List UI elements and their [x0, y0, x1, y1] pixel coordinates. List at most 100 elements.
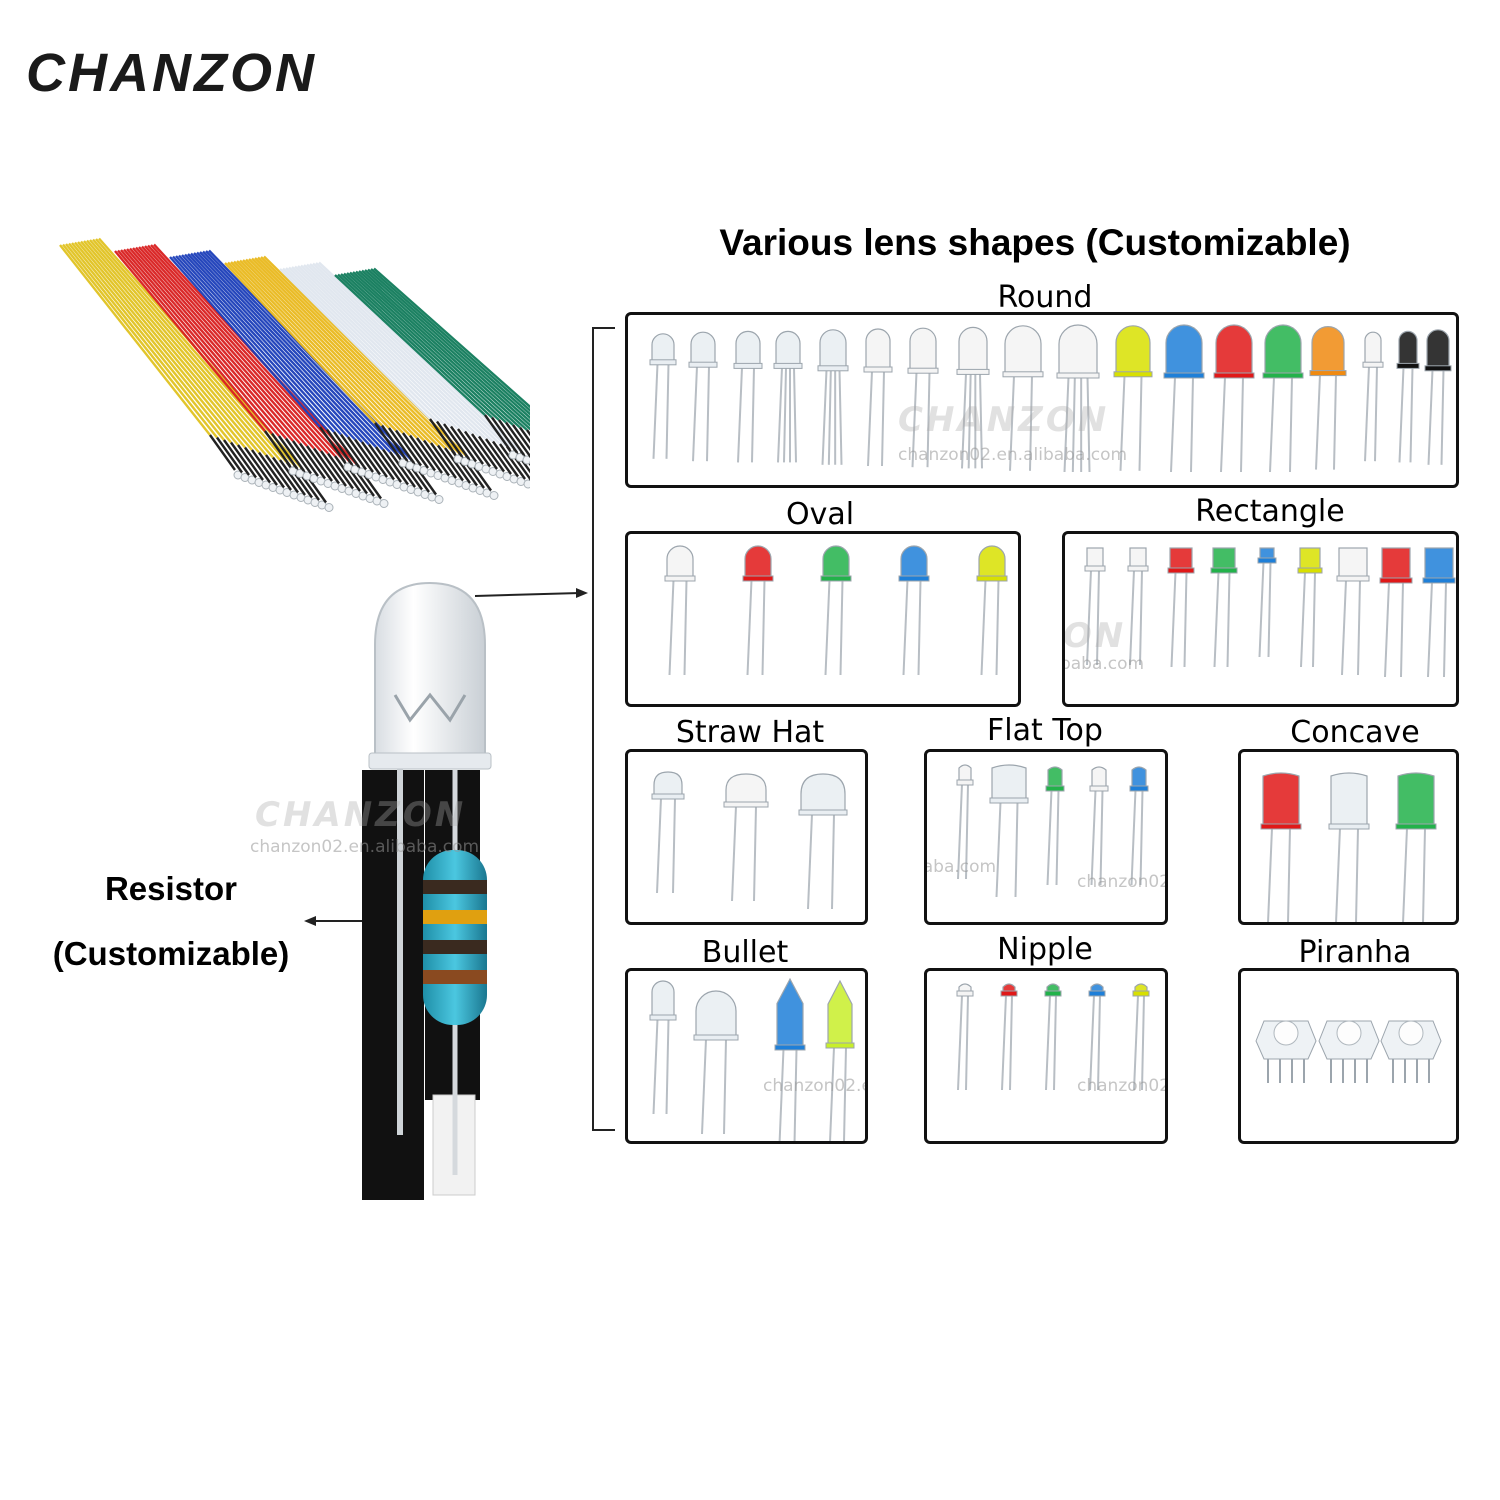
wire-strand: [352, 271, 528, 431]
wire-end: [450, 425, 477, 463]
led-icon: [774, 977, 806, 1141]
wire-end: [209, 434, 236, 471]
wire-end: [484, 414, 511, 451]
led-icon: [688, 331, 718, 462]
led-icon: [1424, 329, 1452, 465]
watermark-url: chanzon02.en.alibaba.com: [250, 837, 480, 857]
wire-strand: [285, 267, 445, 425]
wire-end: [265, 454, 292, 491]
wire-end: [374, 422, 401, 459]
led-icon: [798, 773, 848, 910]
wire-end: [306, 445, 333, 482]
watermark-url: chanzon02.en.alibaba.com: [927, 857, 997, 877]
wire-strand: [80, 240, 260, 454]
shape-label-bullet: Bullet: [701, 935, 789, 970]
wire-end: [498, 419, 525, 456]
wire-end: [512, 424, 530, 451]
led-icon: [1167, 547, 1195, 668]
wire-strand: [86, 239, 274, 459]
wire-end: [334, 455, 361, 492]
led-icon: [825, 979, 855, 1141]
wire-strand: [239, 259, 411, 437]
led-closeup-image: CHANZON chanzon02.en.alibaba.com: [245, 575, 515, 1205]
wire-strand: [199, 251, 391, 453]
led-icon: [1379, 547, 1413, 678]
wire-strand: [355, 270, 530, 431]
concave-leds-svg: [1260, 772, 1437, 922]
panel-nipple: chanzon02.en.alibaba.com: [924, 968, 1168, 1144]
wire-strand: [68, 242, 232, 444]
wire-strand: [230, 261, 390, 429]
wire-strand: [150, 244, 350, 462]
wire-strand: [175, 255, 335, 433]
led-icon: [1127, 547, 1149, 666]
wire-end: [478, 435, 505, 473]
wire-end: [395, 429, 422, 467]
shape-label-oval: Oval: [785, 497, 855, 532]
wire-strand: [236, 260, 404, 434]
wire-strand: [77, 241, 253, 451]
wire-strand: [120, 249, 280, 437]
wire-strand: [74, 241, 246, 449]
led-icon: [956, 983, 974, 1091]
wire-end: [423, 439, 450, 477]
led-icon: [434, 495, 444, 504]
wire-end: [244, 446, 271, 484]
wire-strand: [59, 244, 211, 436]
led-icon: [817, 329, 849, 465]
watermark-brand: CHANZON: [898, 400, 1110, 440]
wire-bundle-svg: [59, 237, 530, 512]
wire-strand: [71, 242, 239, 446]
wire-end: [519, 426, 530, 444]
wire-end: [471, 433, 498, 470]
wire-end: [457, 428, 484, 465]
wire-strand: [294, 265, 466, 433]
wire-strand: [193, 252, 377, 448]
piranha-leds-svg: [1255, 1020, 1442, 1083]
led-icon: [1129, 766, 1149, 886]
wire-strand: [346, 272, 514, 426]
wire-strand: [358, 270, 530, 427]
led-icon: [1213, 324, 1255, 473]
wire-strand: [141, 245, 329, 455]
wire-strand: [89, 239, 281, 461]
wire-strand: [367, 268, 530, 416]
wire-strand: [343, 272, 507, 424]
wire-strand: [288, 266, 452, 428]
panel-oval: [625, 531, 1021, 707]
watermark-brand: CHANZON: [1062, 616, 1127, 656]
wire-strand: [123, 248, 287, 440]
wire-strand: [184, 253, 356, 441]
wire-end: [237, 444, 264, 481]
wire-end: [326, 428, 353, 466]
wire-end: [251, 449, 278, 486]
led-icon: [989, 764, 1029, 898]
led-icon: [733, 330, 763, 463]
wire-end: [375, 446, 402, 483]
wire-strand: [205, 250, 405, 458]
wire-strand: [312, 262, 508, 448]
wire-end: [388, 427, 415, 464]
led-icon: [649, 333, 677, 459]
wire-end: [499, 443, 526, 480]
straw-hat-leds-svg: [651, 771, 848, 910]
wire-end: [292, 440, 319, 477]
wire-strand: [300, 264, 480, 438]
wire-end: [491, 416, 518, 454]
wire-strand: [169, 256, 321, 428]
wire-end: [278, 435, 305, 472]
wire-strand: [172, 255, 328, 431]
wire-end: [402, 432, 429, 469]
wire-strand: [138, 246, 322, 452]
led-icon: [1056, 324, 1100, 473]
led-icon: [522, 455, 530, 465]
wire-strand: [178, 254, 342, 436]
led-icon: [956, 326, 990, 469]
shape-label-flat-top: Flat Top: [987, 713, 1103, 748]
wire-strand: [373, 267, 530, 409]
led-icon: [1044, 983, 1062, 1091]
wire-end: [382, 448, 409, 486]
wire-strand: [147, 244, 343, 460]
shape-label-concave: Concave: [1290, 715, 1420, 750]
led-icon: [773, 330, 803, 463]
